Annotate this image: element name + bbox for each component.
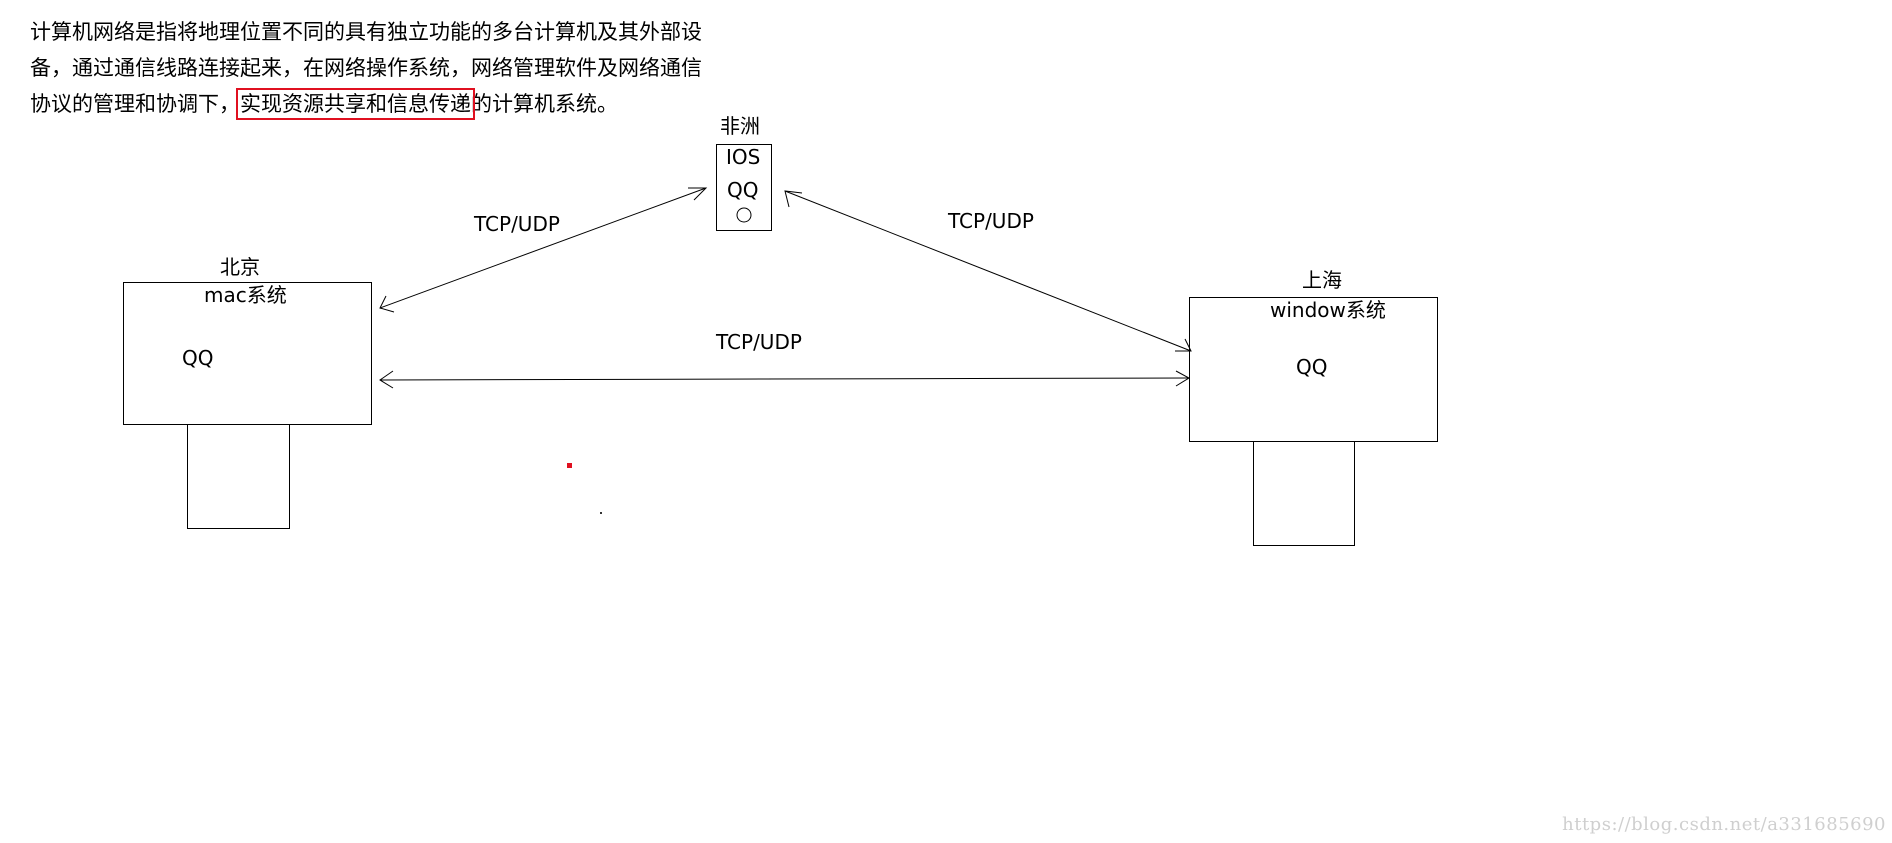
watermark: https://blog.csdn.net/a331685690 [1562, 814, 1886, 835]
link-label-beijing-africa: TCP/UDP [474, 212, 560, 236]
shanghai-city-label: 上海 [1302, 268, 1342, 292]
home-button-circle [736, 207, 752, 223]
link-line-beijing-shanghai [379, 377, 1190, 381]
beijing-computer-case [187, 424, 290, 529]
arrowhead-beijing-top [379, 295, 395, 313]
intro-line-3-after: 的计算机系统。 [471, 92, 618, 116]
intro-paragraph: 计算机网络是指将地理位置不同的具有独立功能的多台计算机及其外部设 备，通过通信线… [30, 14, 720, 122]
beijing-app-label: QQ [182, 346, 214, 370]
arrowhead-shanghai-top [1175, 338, 1192, 352]
shanghai-os-label: window系统 [1270, 298, 1386, 322]
intro-line-3: 协议的管理和协调下，实现资源共享和信息传递的计算机系统。 [30, 86, 720, 122]
africa-os-label: IOS [726, 145, 761, 169]
link-line-beijing-africa [379, 187, 707, 309]
beijing-os-label: mac系统 [204, 283, 287, 307]
shanghai-computer-case [1253, 441, 1355, 546]
intro-line-1: 计算机网络是指将地理位置不同的具有独立功能的多台计算机及其外部设 [30, 20, 702, 44]
africa-device [716, 144, 772, 231]
stray-dot [600, 512, 602, 514]
link-line-africa-shanghai [784, 190, 1192, 352]
africa-app-label: QQ [727, 178, 759, 202]
stray-red-dot [567, 463, 572, 468]
highlighted-phrase: 实现资源共享和信息传递 [236, 88, 475, 120]
shanghai-app-label: QQ [1296, 355, 1328, 379]
beijing-city-label: 北京 [220, 255, 260, 279]
africa-city-label: 非洲 [720, 114, 760, 138]
arrowhead-beijing-bottom [379, 370, 394, 389]
link-label-beijing-shanghai: TCP/UDP [716, 330, 802, 354]
arrowhead-africa-right [784, 190, 803, 208]
link-label-africa-shanghai: TCP/UDP [948, 209, 1034, 233]
intro-line-2: 备，通过通信线路连接起来，在网络操作系统，网络管理软件及网络通信 [30, 56, 702, 80]
intro-line-3-before: 协议的管理和协调下， [30, 92, 240, 116]
arrowhead-africa-left [688, 187, 708, 201]
